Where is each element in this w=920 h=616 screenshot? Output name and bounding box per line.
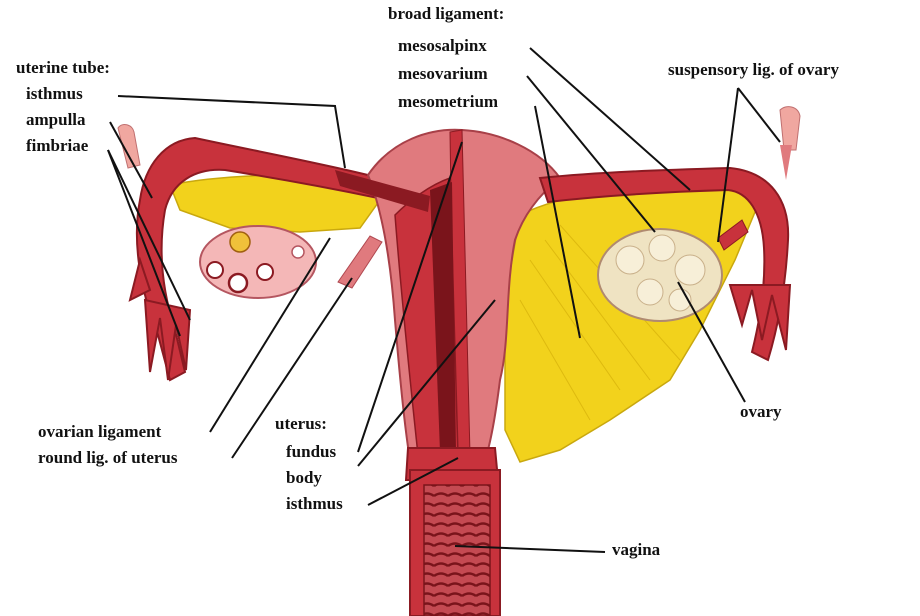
label-fimbriae: fimbriae [26, 136, 88, 156]
label-isthmus-tube: isthmus [26, 84, 83, 104]
label-uterus: uterus: [275, 414, 327, 434]
label-mesosalpinx: mesosalpinx [398, 36, 487, 56]
label-uterine-tube: uterine tube: [16, 58, 110, 78]
label-ovarian-ligament: ovarian ligament [38, 422, 161, 442]
label-body: body [286, 468, 322, 488]
label-broad-ligament: broad ligament: [388, 4, 504, 24]
label-round-lig: round lig. of uterus [38, 448, 178, 468]
label-ovary: ovary [740, 402, 782, 422]
label-vagina: vagina [612, 540, 660, 560]
label-suspensory-lig: suspensory lig. of ovary [668, 60, 839, 80]
label-fundus: fundus [286, 442, 336, 462]
label-mesovarium: mesovarium [398, 64, 488, 84]
label-ampulla: ampulla [26, 110, 86, 130]
label-mesometrium: mesometrium [398, 92, 498, 112]
label-isthmus-uterus: isthmus [286, 494, 343, 514]
